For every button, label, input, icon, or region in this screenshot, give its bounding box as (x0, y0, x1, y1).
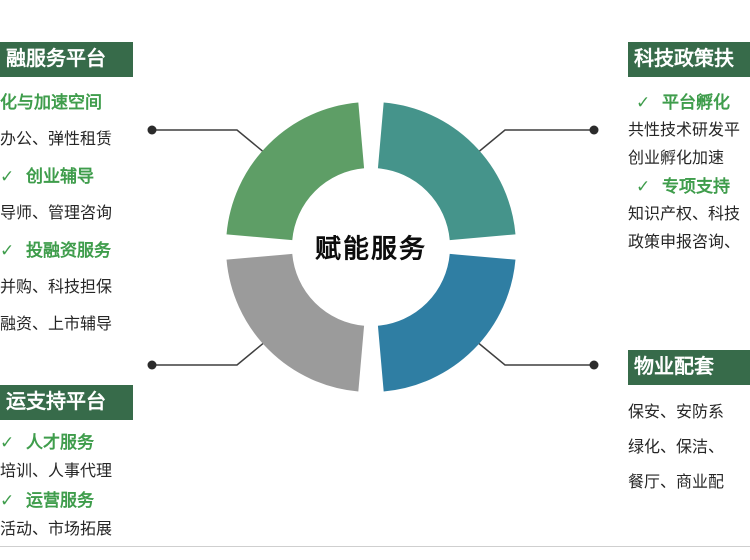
panel-header-operation-support: 运支持平台 (0, 385, 133, 420)
dot-bottom-right (589, 360, 599, 370)
panel-tech-policy: 科技政策扶 ✓ 平台孵化 共性技术研发平 创业孵化加速 ✓ 专项支持 知识产权、… (628, 42, 750, 259)
list-item: ✓ 运营服务 (0, 491, 94, 510)
center-title: 赋能服务 (314, 233, 428, 264)
slide-bottom-border (0, 546, 750, 547)
list-item: 知识产权、科技 (628, 206, 741, 223)
connector-bottom-right (458, 326, 594, 366)
panel-header-finance: 融服务平台 (0, 42, 133, 77)
list-item: ✓ 专项支持 (628, 175, 750, 199)
list-item: 融资、上市辅导 (0, 316, 113, 333)
check-icon: ✓ (0, 241, 15, 260)
list-item: ✓ 创业辅导 (0, 167, 94, 186)
list-item: 绿化、保洁、 (628, 439, 725, 456)
tech-policy-item-list: ✓ 平台孵化 共性技术研发平 创业孵化加速 ✓ 专项支持 知识产权、科技 政策申… (628, 91, 750, 255)
finance-item-list: 化与加速空间 办公、弹性租赁 ✓ 创业辅导 导师、管理咨询 ✓ 投融资服务 并购… (0, 92, 160, 336)
check-icon: ✓ (0, 491, 15, 510)
property-item-list: 保安、安防系 绿化、保洁、 餐厅、商业配 (628, 401, 750, 495)
list-item: 政策申报咨询、 (628, 234, 741, 251)
list-item: ✓ 投融资服务 (0, 241, 111, 260)
list-item: 并购、科技担保 (0, 279, 113, 296)
list-item: 保安、安防系 (628, 404, 725, 421)
list-item: 培训、人事代理 (0, 463, 113, 480)
list-item: 共性技术研发平 (628, 122, 741, 139)
dot-bottom-left (147, 360, 157, 370)
check-icon: ✓ (0, 433, 15, 452)
panel-finance-services: 融服务平台 化与加速空间 办公、弹性租赁 ✓ 创业辅导 导师、管理咨询 ✓ 投融… (0, 42, 160, 351)
segment-bottom-left (226, 252, 366, 392)
operation-item-list: ✓ 人才服务 培训、人事代理 ✓ 运营服务 活动、市场拓展 (0, 432, 160, 541)
list-item: 导师、管理咨询 (0, 205, 113, 222)
panel-property-services: 物业配套 保安、安防系 绿化、保洁、 餐厅、商业配 (628, 350, 750, 506)
dot-top-right (589, 125, 599, 135)
connector-top-left (152, 129, 284, 169)
segment-top-right (376, 102, 516, 242)
list-item: ✓ 人才服务 (0, 433, 94, 452)
list-item: 创业孵化加速 (628, 150, 725, 167)
panel-header-tech-policy: 科技政策扶 (628, 42, 750, 77)
list-item: 活动、市场拓展 (0, 521, 113, 538)
connector-top-right (458, 129, 594, 169)
segment-top-left (226, 102, 366, 242)
list-item: ✓ 平台孵化 (628, 91, 750, 115)
check-icon: ✓ (0, 167, 15, 186)
list-item: 办公、弹性租赁 (0, 131, 113, 148)
check-icon: ✓ (636, 93, 651, 112)
list-item: 餐厅、商业配 (628, 474, 725, 491)
connector-bottom-left (152, 326, 284, 366)
check-icon: ✓ (636, 177, 651, 196)
panel-header-property: 物业配套 (628, 350, 750, 385)
panel-operation-support: 运支持平台 ✓ 人才服务 培训、人事代理 ✓ 运营服务 活动、市场拓展 (0, 385, 160, 548)
segment-bottom-right (376, 252, 516, 392)
list-item: 化与加速空间 (0, 93, 102, 112)
